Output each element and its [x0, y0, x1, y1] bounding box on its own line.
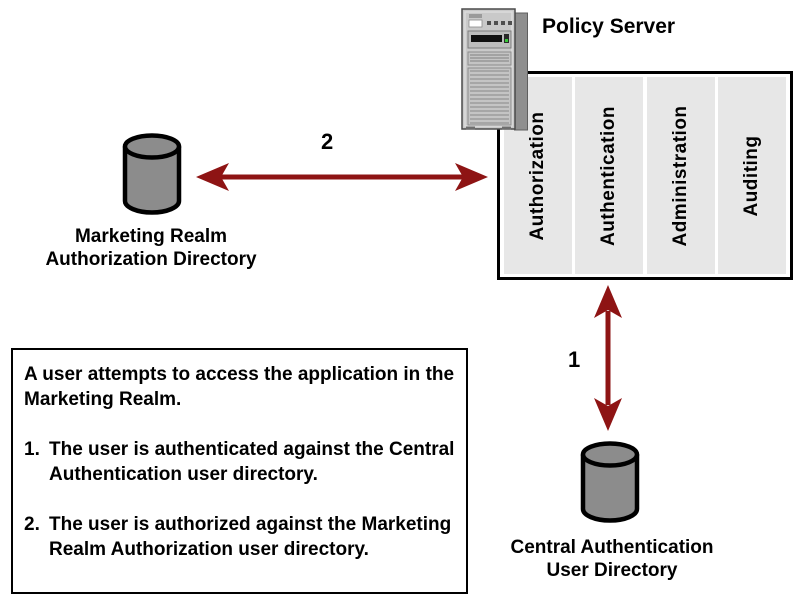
description-step-1-number: 1. — [24, 439, 40, 460]
marketing-directory-label: Marketing Realm Authorization Directory — [19, 225, 283, 271]
central-directory-label-line2: User Directory — [546, 560, 678, 581]
central-directory-label: Central Authentication User Directory — [480, 536, 744, 582]
policy-component-label: Administration — [669, 104, 691, 247]
policy-component-auditing: Auditing — [717, 77, 786, 274]
policy-server-box: Authorization Authentication Administrat… — [497, 71, 793, 280]
description-step-2: 2. The user is authorized against the Ma… — [24, 512, 458, 562]
policy-server-title: Policy Server — [542, 15, 676, 38]
description-box: A user attempts to access the applicatio… — [11, 348, 468, 594]
description-intro: A user attempts to access the applicatio… — [24, 364, 455, 410]
server-tower-icon — [461, 8, 528, 136]
marketing-directory-label-line1: Marketing Realm — [74, 226, 228, 247]
description-step-2-number: 2. — [24, 514, 40, 535]
description-step-1-text: The user is authenticated against the Ce… — [49, 439, 455, 485]
policy-component-label: Auditing — [740, 134, 762, 217]
policy-component-authentication: Authentication — [575, 77, 644, 274]
authorization-double-arrow-icon — [194, 159, 490, 200]
description-step-1: 1. The user is authenticated against the… — [24, 437, 458, 487]
authentication-double-arrow-icon — [590, 283, 626, 438]
central-directory-cylinder-icon — [577, 441, 643, 528]
marketing-directory-cylinder-icon — [119, 133, 185, 220]
policy-component-label: Authorization — [527, 111, 548, 240]
step-2-number: 2 — [321, 129, 334, 154]
policy-component-administration: Administration — [646, 77, 715, 274]
policy-component-label: Authentication — [598, 105, 620, 246]
step-1-number: 1 — [568, 347, 581, 372]
marketing-directory-label-line2: Authorization Directory — [45, 249, 257, 270]
central-directory-label-line1: Central Authentication — [510, 537, 714, 558]
description-step-2-text: The user is authorized against the Marke… — [49, 514, 452, 560]
